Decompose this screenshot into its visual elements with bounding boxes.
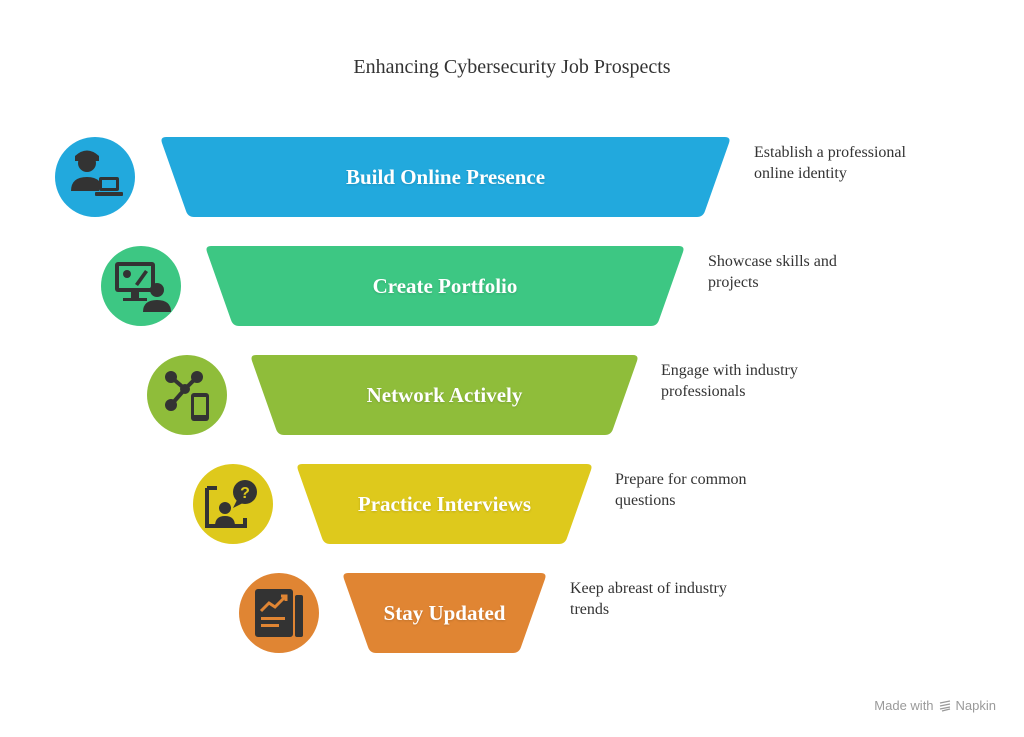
trend-report-icon — [239, 573, 319, 653]
svg-text:?: ? — [240, 485, 250, 502]
stage-label-build-online-presence: Build Online Presence — [345, 164, 546, 189]
person-laptop-icon — [55, 137, 135, 217]
footer-brand: Napkin — [955, 698, 996, 713]
interview-question-icon: ? — [193, 464, 273, 544]
funnel-band-practice-interviews — [297, 464, 592, 544]
diagram-title: Enhancing Cybersecurity Job Prospects — [353, 56, 671, 78]
funnel-band-stay-updated — [343, 573, 546, 653]
napkin-logo-icon — [939, 699, 950, 712]
napkin-watermark: Made with Napkin — [874, 698, 996, 713]
portfolio-monitor-icon — [101, 246, 181, 326]
footer-prefix: Made with — [874, 698, 934, 713]
funnel-band-build-online-presence — [161, 137, 730, 217]
funnel-band-create-portfolio — [206, 246, 684, 326]
stage-label-create-portfolio: Create Portfolio — [372, 273, 518, 298]
stage-description-create-portfolio: Showcase skills and projects — [708, 253, 837, 291]
stage-label-stay-updated: Stay Updated — [383, 600, 506, 625]
stage-description-build-online-presence: Establish a professional online identity — [754, 144, 906, 182]
stage-description-network-actively: Engage with industry professionals — [661, 362, 798, 400]
network-phone-icon — [147, 355, 227, 435]
stage-description-stay-updated: Keep abreast of industry trends — [570, 580, 727, 618]
stage-label-network-actively: Network Actively — [366, 382, 523, 407]
stage-description-practice-interviews: Prepare for common questions — [615, 471, 747, 509]
stage-label-practice-interviews: Practice Interviews — [357, 491, 532, 516]
funnel-band-network-actively — [251, 355, 638, 435]
